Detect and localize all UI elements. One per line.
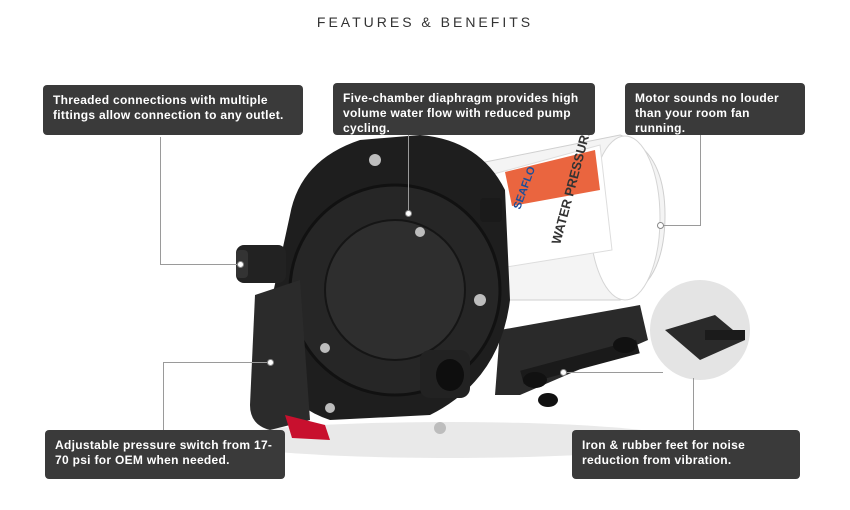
pressure-switch — [250, 280, 330, 440]
motor-canister: SEAFLO WATER PRESSURE — [469, 125, 666, 301]
callout-diaphragm: Five-chamber diaphragm provides high vol… — [333, 83, 595, 135]
callout-pressure-switch: Adjustable pressure switch from 17-70 ps… — [45, 430, 285, 479]
page-title: FEATURES & BENEFITS — [316, 14, 534, 30]
callout-rubber-feet: Iron & rubber feet for noise reduction f… — [572, 430, 800, 479]
feet-inset — [650, 280, 750, 380]
callout-threaded-connections: Threaded connections with multiple fitti… — [43, 85, 303, 135]
callout-motor-noise: Motor sounds no louder than your room fa… — [625, 83, 805, 135]
pump-head — [236, 135, 510, 434]
mounting-base — [495, 305, 648, 407]
